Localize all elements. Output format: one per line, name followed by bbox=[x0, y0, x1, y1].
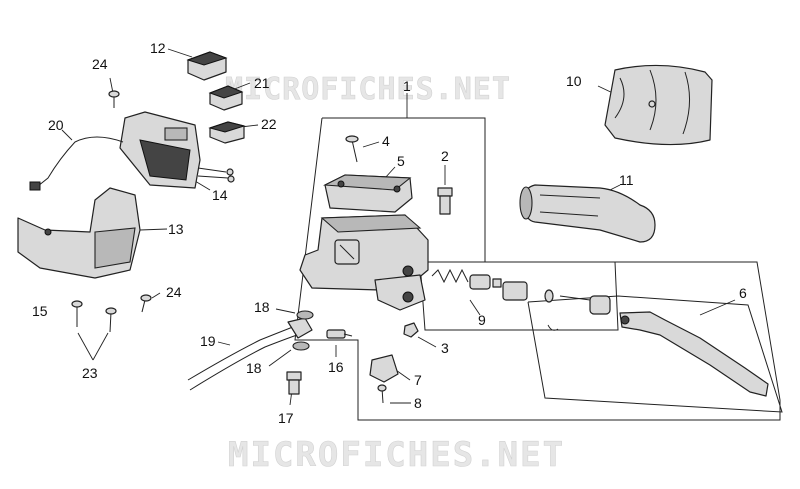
callout-14: 14 bbox=[212, 187, 228, 203]
callout-21: 21 bbox=[254, 75, 270, 91]
bleed-valve bbox=[326, 329, 353, 339]
callout-labels: 1 2 3 4 5 6 7 8 9 10 11 12 13 14 15 16 1… bbox=[32, 40, 747, 426]
switch-housing-upper bbox=[119, 111, 235, 189]
protective-cover bbox=[604, 64, 713, 146]
callout-22: 22 bbox=[261, 116, 277, 132]
screw-24-top bbox=[108, 90, 120, 108]
callout-24-right: 24 bbox=[166, 284, 182, 300]
piston-kit bbox=[431, 268, 554, 303]
callout-13: 13 bbox=[168, 221, 184, 237]
callout-19: 19 bbox=[200, 333, 216, 349]
callout-9: 9 bbox=[478, 312, 486, 328]
callout-8: 8 bbox=[414, 395, 422, 411]
callout-18-top: 18 bbox=[254, 299, 270, 315]
switch-wiring bbox=[29, 136, 124, 191]
switch-button-12 bbox=[186, 51, 228, 81]
cover-screw bbox=[345, 135, 359, 163]
callout-4: 4 bbox=[382, 133, 390, 149]
brake-lever bbox=[619, 311, 769, 397]
master-cylinder-body bbox=[299, 214, 429, 311]
callout-7: 7 bbox=[414, 372, 422, 388]
switch-housing-lower bbox=[17, 187, 141, 279]
washer-18-top bbox=[296, 310, 314, 320]
watermark-top: MICROFICHES.NET bbox=[225, 72, 511, 107]
nut bbox=[403, 322, 419, 338]
piston-subframe bbox=[419, 261, 619, 331]
assembly-frame bbox=[294, 117, 781, 421]
banjo-bolt bbox=[286, 371, 302, 395]
callout-16: 16 bbox=[328, 359, 344, 375]
callout-20: 20 bbox=[48, 117, 64, 133]
handlebar-grip bbox=[519, 184, 656, 243]
lever-pushrod bbox=[547, 295, 611, 331]
lever-subframe bbox=[527, 295, 783, 413]
callout-1: 1 bbox=[403, 78, 411, 94]
callout-3: 3 bbox=[441, 340, 449, 356]
screws-23 bbox=[71, 300, 117, 333]
watermark-bottom: MICROFICHES.NET bbox=[228, 435, 565, 475]
callout-18-bottom: 18 bbox=[246, 360, 262, 376]
callout-12: 12 bbox=[150, 40, 166, 56]
brake-hose bbox=[187, 317, 313, 391]
screw-24-right bbox=[140, 294, 152, 313]
callout-17: 17 bbox=[278, 410, 294, 426]
lower-clamp bbox=[369, 354, 399, 404]
callout-2: 2 bbox=[441, 148, 449, 164]
callout-10: 10 bbox=[566, 73, 582, 89]
callout-11: 11 bbox=[619, 172, 634, 188]
callout-23: 23 bbox=[82, 365, 98, 381]
callout-15: 15 bbox=[32, 303, 48, 319]
switch-button-22 bbox=[208, 121, 246, 144]
callout-5: 5 bbox=[397, 153, 405, 169]
callout-6: 6 bbox=[739, 285, 747, 301]
pivot-bolt bbox=[437, 187, 453, 215]
switch-button-21 bbox=[208, 85, 244, 111]
reservoir-cover bbox=[322, 174, 413, 213]
washer-18-bottom bbox=[292, 341, 310, 351]
callout-24-top: 24 bbox=[92, 56, 108, 72]
